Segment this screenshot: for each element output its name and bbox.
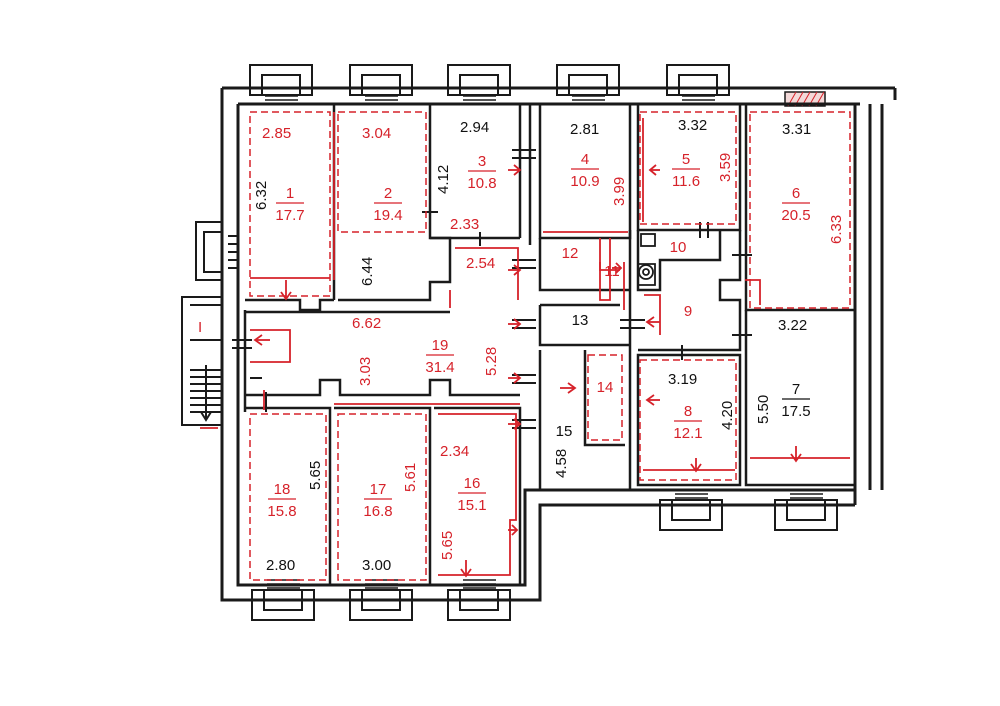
room-19-height-right: 5.28 bbox=[483, 347, 500, 376]
room-8-area: 12.1 bbox=[673, 425, 702, 442]
room-19-width: 6.62 bbox=[352, 315, 381, 332]
room-3-number: 3 bbox=[478, 153, 486, 170]
room-16-area: 15.1 bbox=[457, 497, 486, 514]
room-14-number: 14 bbox=[597, 379, 614, 396]
room-3-height: 4.12 bbox=[435, 165, 452, 194]
room-6-width: 3.31 bbox=[782, 121, 811, 138]
room-16-width: 2.34 bbox=[440, 443, 469, 460]
room-12-number: 12 bbox=[562, 245, 579, 262]
room-19-height: 3.03 bbox=[357, 357, 374, 386]
room-15-number: 15 bbox=[556, 423, 573, 440]
room-18-height: 5.65 bbox=[307, 461, 324, 490]
room-1-height: 6.32 bbox=[253, 181, 270, 210]
red-arrows bbox=[200, 164, 802, 578]
room-5-height: 3.59 bbox=[717, 153, 734, 182]
room-4-area: 10.9 bbox=[570, 173, 599, 190]
room-11-number: 11 bbox=[604, 263, 620, 280]
room-19-area: 31.4 bbox=[425, 359, 454, 376]
exterior-walls bbox=[220, 86, 897, 602]
room-5-width: 3.32 bbox=[678, 117, 707, 134]
window-bays-top bbox=[249, 64, 730, 96]
room-7-area: 17.5 bbox=[781, 403, 810, 420]
room-4-height: 3.99 bbox=[611, 177, 628, 206]
room-3-width: 2.94 bbox=[460, 119, 489, 136]
room-13-number: 13 bbox=[572, 312, 589, 329]
room-4-number: 4 bbox=[581, 151, 589, 168]
room-4-width: 2.81 bbox=[570, 121, 599, 138]
room-7-number: 7 bbox=[792, 381, 800, 398]
room-18-width: 2.80 bbox=[266, 557, 295, 574]
room-15-height: 4.58 bbox=[553, 449, 570, 478]
room-6-area: 20.5 bbox=[781, 207, 810, 224]
room-19-inner-width: 2.54 bbox=[466, 255, 495, 272]
room-2-number: 2 bbox=[384, 185, 392, 202]
toilet-fixtures bbox=[637, 233, 656, 286]
room-16-height: 5.65 bbox=[439, 531, 456, 560]
room-1-number: 1 bbox=[286, 185, 294, 202]
room-16-number: 16 bbox=[464, 475, 481, 492]
room-18-number: 18 bbox=[274, 481, 291, 498]
room-19-number: 19 bbox=[432, 337, 449, 354]
interior-walls bbox=[243, 104, 855, 585]
room-3-inner-width: 2.33 bbox=[450, 216, 479, 233]
room-1-area: 17.7 bbox=[275, 207, 304, 224]
labels: I 2.85 6.32 1 17.7 3.04 2 19.4 6.44 2.94… bbox=[198, 117, 845, 574]
room-5-number: 5 bbox=[682, 151, 690, 168]
room-8-width: 3.19 bbox=[668, 371, 697, 388]
room-10-number: 10 bbox=[670, 239, 687, 256]
red-overlay-outlines bbox=[249, 111, 851, 581]
room-7-height: 5.50 bbox=[755, 395, 772, 424]
room-17-area: 16.8 bbox=[363, 503, 392, 520]
room-6-height: 6.33 bbox=[828, 215, 845, 244]
window-bays-bottom bbox=[251, 499, 838, 621]
room-18-area: 15.8 bbox=[267, 503, 296, 520]
room-2-width: 3.04 bbox=[362, 125, 391, 142]
room-5-area: 11.6 bbox=[672, 173, 700, 190]
room-7-width: 3.22 bbox=[778, 317, 807, 334]
room-17-width: 3.00 bbox=[362, 557, 391, 574]
room-17-number: 17 bbox=[370, 481, 387, 498]
room-2-area: 19.4 bbox=[373, 207, 402, 224]
room-8-height: 4.20 bbox=[719, 401, 736, 430]
room-1-width: 2.85 bbox=[262, 125, 291, 142]
room-3-area: 10.8 bbox=[467, 175, 496, 192]
room-17-height: 5.61 bbox=[402, 463, 419, 492]
room-8-number: 8 bbox=[684, 403, 692, 420]
room-6-number: 6 bbox=[792, 185, 800, 202]
room-9-number: 9 bbox=[684, 303, 692, 320]
red-overlay-solid bbox=[250, 112, 850, 576]
stair-annex bbox=[181, 221, 238, 426]
stair-label: I bbox=[198, 319, 202, 336]
room-2-height: 6.44 bbox=[359, 257, 376, 286]
